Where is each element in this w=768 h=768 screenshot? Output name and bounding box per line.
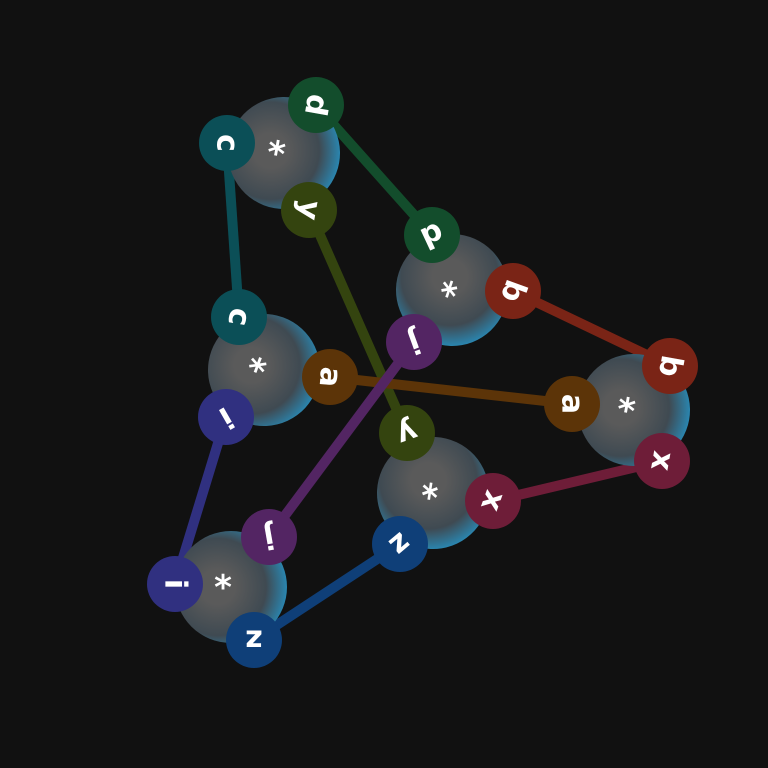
node-d1: d — [288, 77, 344, 133]
node-j1: j — [386, 314, 442, 370]
node-a1: a — [302, 349, 358, 405]
node-d1-circle — [288, 77, 344, 133]
node-c2-label: c — [220, 305, 258, 329]
node-z2: z — [226, 612, 282, 668]
node-i2-circle — [147, 556, 203, 612]
node-y1: y — [281, 182, 337, 238]
node-a1-circle — [302, 349, 358, 405]
edge-y1-y2 — [304, 205, 412, 438]
node-c2: c — [211, 289, 267, 345]
node-c2-circle — [211, 289, 267, 345]
edge-i1-i2 — [170, 412, 231, 589]
node-i2: i — [147, 556, 203, 612]
node-b1-circle — [485, 263, 541, 319]
edge-a1-a2 — [325, 372, 577, 409]
node-z2-circle — [226, 612, 282, 668]
node-d2-circle — [404, 207, 460, 263]
node-i2-label: i — [158, 579, 193, 589]
node-c1-label: c — [210, 134, 245, 152]
node-a2-label: a — [555, 394, 590, 414]
node-z2-label: z — [245, 623, 262, 658]
node-j1-circle — [386, 314, 442, 370]
edge-x2-x1 — [488, 456, 667, 506]
edge-d1-d2 — [311, 100, 437, 240]
node-d2: d — [404, 207, 460, 263]
node-z1-circle — [372, 516, 428, 572]
edge-c1-c2 — [222, 138, 244, 322]
node-z1: z — [372, 516, 428, 572]
node-y2: y — [379, 405, 435, 461]
node-b2-circle — [642, 338, 698, 394]
node-a1-label: a — [312, 365, 349, 388]
node-x1-circle — [634, 433, 690, 489]
node-x2: x — [465, 473, 521, 529]
node-j2: j — [241, 509, 297, 565]
node-y2-circle — [379, 405, 435, 461]
node-a2-circle — [544, 376, 600, 432]
node-i1: i — [198, 389, 254, 445]
node-a2: a — [544, 376, 600, 432]
edge-b1-b2 — [508, 286, 675, 371]
edge-z1-z2 — [249, 539, 405, 645]
node-x1: x — [634, 433, 690, 489]
node-c1-circle — [199, 115, 255, 171]
node-j2-circle — [241, 509, 297, 565]
edges-layer — [170, 100, 675, 645]
node-b1: b — [485, 263, 541, 319]
hub-bottom-left-label: * — [214, 568, 232, 608]
node-y1-circle — [281, 182, 337, 238]
node-b2: b — [642, 338, 698, 394]
node-i1-circle — [198, 389, 254, 445]
node-x2-circle — [465, 473, 521, 529]
node-c1: c — [199, 115, 255, 171]
edge-j1-j2 — [264, 337, 419, 542]
